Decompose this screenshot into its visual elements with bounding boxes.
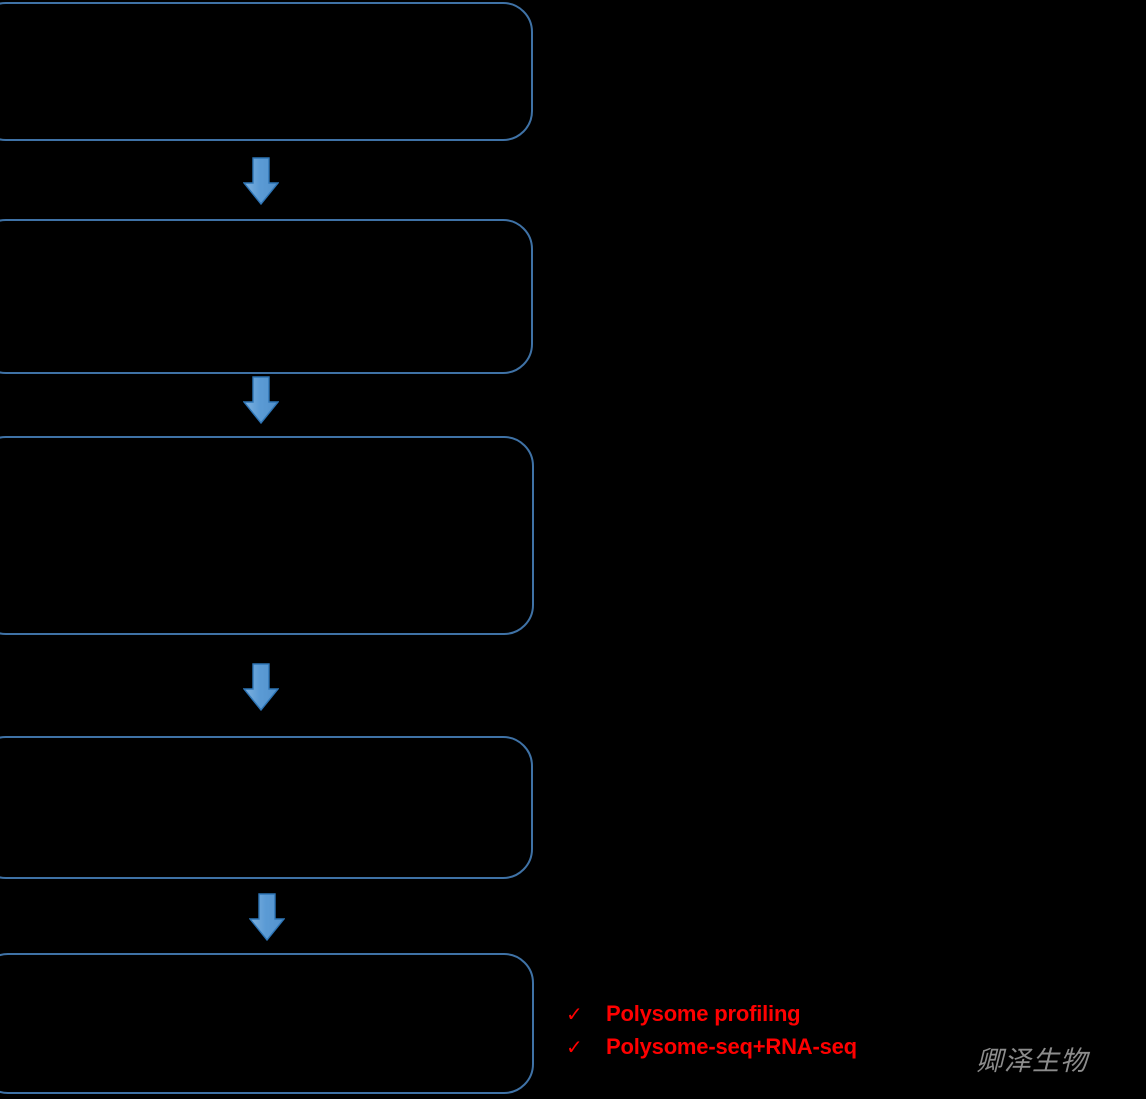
flow-box-step-4-label [0, 738, 531, 877]
list-item: ✓ Polysome profiling [566, 1001, 946, 1026]
arrow-down-icon [243, 376, 279, 424]
check-icon: ✓ [566, 1002, 583, 1026]
arrow-down-icon [243, 157, 279, 205]
flow-box-step-1-label [0, 4, 531, 139]
flow-box-step-2-label [0, 221, 531, 372]
check-icon: ✓ [566, 1035, 583, 1060]
annotation-list: ✓ Polysome profiling ✓ Polysome-seq+RNA-… [566, 1001, 946, 1060]
annotation-label-polysome-seq-rna-seq: Polysome-seq+RNA-seq [606, 1034, 857, 1060]
flow-box-step-5-label [0, 955, 532, 1092]
flow-box-step-1[interactable] [0, 2, 533, 141]
flow-box-step-3-label [0, 438, 532, 633]
flow-box-step-4[interactable] [0, 736, 533, 879]
flow-box-step-2[interactable] [0, 219, 533, 374]
watermark: 卿泽生物 [976, 1046, 1088, 1077]
annotation-label-polysome-profiling: Polysome profiling [606, 1001, 801, 1026]
list-item: ✓ Polysome-seq+RNA-seq [566, 1034, 946, 1059]
arrow-down-icon [249, 893, 285, 941]
arrow-down-icon [243, 663, 279, 711]
flow-box-step-3[interactable] [0, 436, 534, 635]
flow-box-step-5[interactable] [0, 953, 534, 1094]
